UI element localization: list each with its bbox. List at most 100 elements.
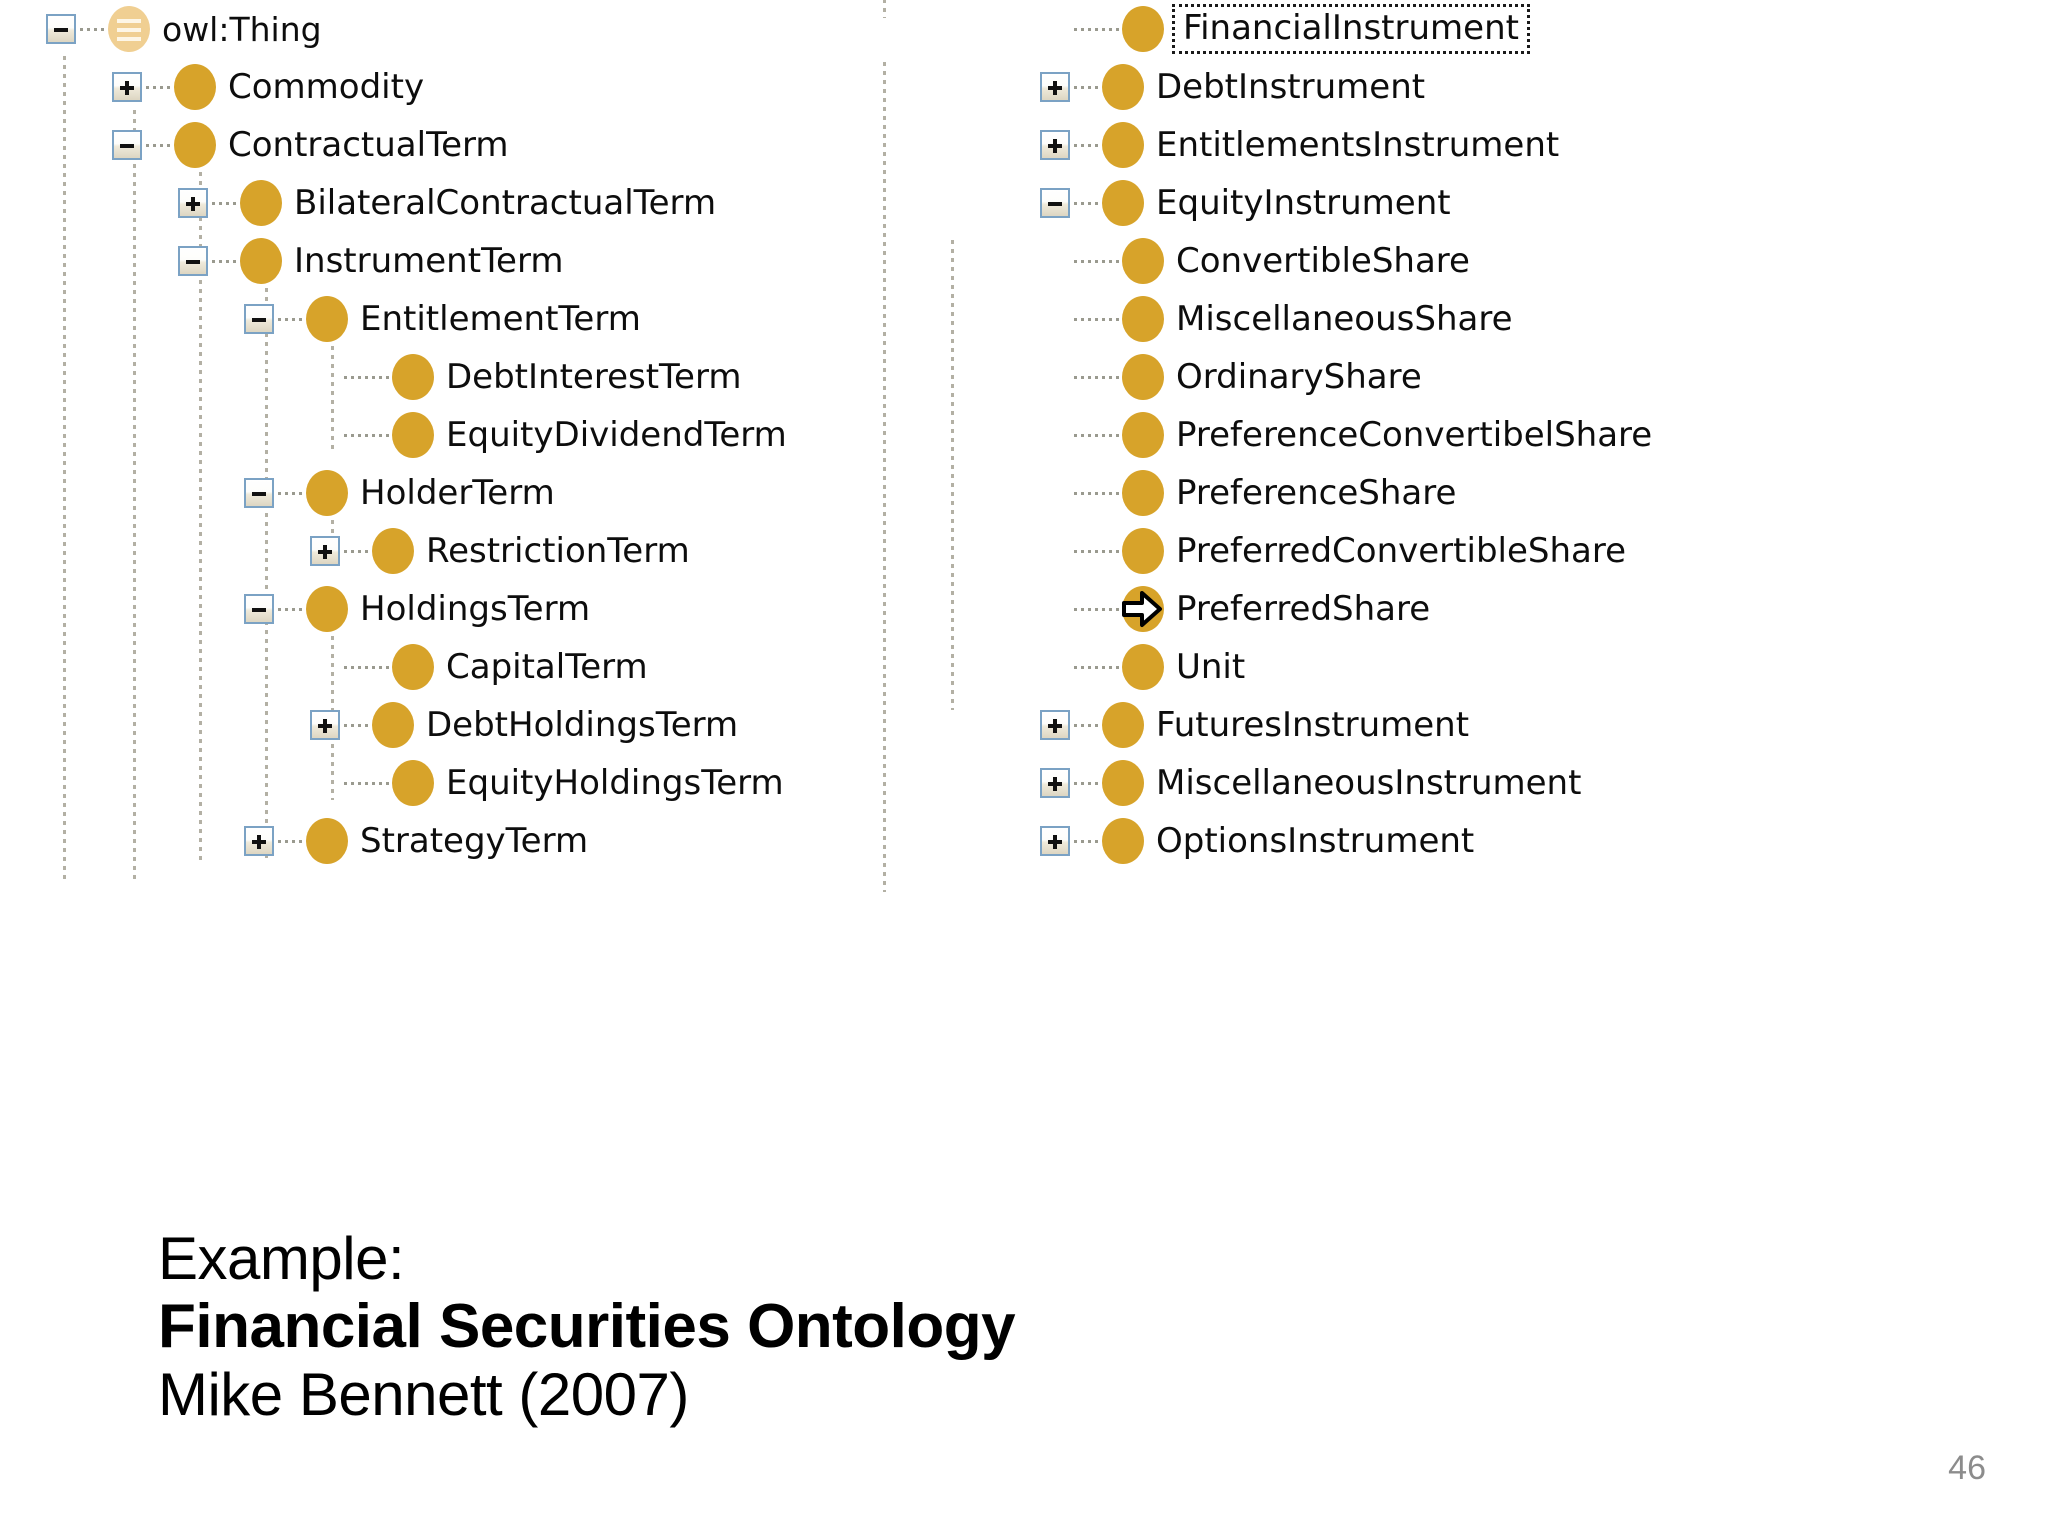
class-bullet-icon[interactable] [1122,470,1164,516]
tree-node-label: DebtHoldingsTerm [426,705,739,745]
tree-node-label: StrategyTerm [360,821,589,861]
tree-node-label: HoldingsTerm [360,589,591,629]
tree-node[interactable]: RestrictionTerm [0,522,1040,580]
tree-node[interactable]: PreferenceConvertibelShare [1040,406,2048,464]
class-bullet-icon[interactable] [306,818,348,864]
class-bullet-icon[interactable] [240,238,282,284]
class-bullet-icon[interactable] [1102,760,1144,806]
expand-plus-icon[interactable] [1040,130,1070,160]
collapse-minus-icon[interactable] [178,246,208,276]
tree-node[interactable]: FinancialInstrument [1040,0,2048,58]
class-bullet-icon[interactable] [1122,644,1164,690]
tree-node-label: OrdinaryShare [1176,357,1422,397]
class-bullet-icon[interactable] [392,412,434,458]
tree-connector-line [80,27,106,31]
class-bullet-icon[interactable] [392,760,434,806]
tree-node[interactable]: FuturesInstrument [1040,696,2048,754]
class-bullet-icon[interactable] [1102,818,1144,864]
tree-node[interactable]: CapitalTerm [0,638,1040,696]
collapse-minus-icon[interactable] [112,130,142,160]
class-bullet-icon[interactable] [174,64,216,110]
class-bullet-icon[interactable] [306,296,348,342]
class-bullet-icon[interactable] [1122,412,1164,458]
tree-node[interactable]: Commodity [0,58,1040,116]
class-bullet-icon[interactable] [174,122,216,168]
tree-node-label: PreferenceShare [1176,473,1457,513]
expand-plus-icon[interactable] [1040,826,1070,856]
tree-node[interactable]: MiscellaneousShare [1040,290,2048,348]
tree-node[interactable]: ConvertibleShare [1040,232,2048,290]
collapse-minus-icon[interactable] [1040,188,1070,218]
tree-connector-line [1074,201,1100,205]
class-bullet-icon[interactable] [1122,528,1164,574]
tree-indent-spacer [1040,246,1070,276]
tree-node[interactable]: owl:Thing [0,0,1040,58]
tree-node[interactable]: DebtInstrument [1040,58,2048,116]
tree-node-label: EquityInstrument [1156,183,1451,223]
class-bullet-icon[interactable] [1102,180,1144,226]
tree-node[interactable]: EquityDividendTerm [0,406,1040,464]
class-bullet-icon[interactable] [1122,354,1164,400]
tree-node[interactable]: InstrumentTerm [0,232,1040,290]
class-bullet-icon[interactable] [240,180,282,226]
class-bullet-icon[interactable] [392,644,434,690]
collapse-minus-icon[interactable] [244,478,274,508]
collapse-minus-icon[interactable] [46,14,76,44]
tree-node[interactable]: StrategyTerm [0,812,1040,870]
expand-plus-icon[interactable] [310,536,340,566]
ontology-root-icon[interactable] [108,6,150,52]
slide-caption: Example: Financial Securities Ontology M… [158,1228,1658,1426]
tree-node[interactable]: EntitlementsInstrument [1040,116,2048,174]
tree-connector-line [212,201,238,205]
tree-connector-line [1074,433,1120,437]
tree-node-label: FinancialInstrument [1172,4,1530,54]
class-bullet-icon[interactable] [1102,702,1144,748]
tree-connector-line [1074,839,1100,843]
class-bullet-icon[interactable] [372,528,414,574]
class-bullet-icon[interactable] [1122,6,1164,52]
tree-node[interactable]: PreferredShare [1040,580,2048,638]
class-bullet-icon[interactable] [372,702,414,748]
class-bullet-icon[interactable] [1102,64,1144,110]
expand-plus-icon[interactable] [244,826,274,856]
class-bullet-icon[interactable] [1122,586,1164,632]
tree-node-label: MiscellaneousInstrument [1156,763,1582,803]
tree-node[interactable]: ContractualTerm [0,116,1040,174]
expand-plus-icon[interactable] [1040,710,1070,740]
tree-indent-spacer [310,652,340,682]
tree-node[interactable]: HoldingsTerm [0,580,1040,638]
class-bullet-icon[interactable] [306,470,348,516]
tree-connector-line [1074,781,1100,785]
tree-node[interactable]: BilateralContractualTerm [0,174,1040,232]
class-bullet-icon[interactable] [392,354,434,400]
class-bullet-icon[interactable] [306,586,348,632]
expand-plus-icon[interactable] [178,188,208,218]
tree-node[interactable]: EquityHoldingsTerm [0,754,1040,812]
tree-connector-line [1074,259,1120,263]
class-bullet-icon[interactable] [1122,296,1164,342]
tree-node[interactable]: PreferredConvertibleShare [1040,522,2048,580]
tree-node[interactable]: Unit [1040,638,2048,696]
tree-node[interactable]: EquityInstrument [1040,174,2048,232]
expand-plus-icon[interactable] [1040,768,1070,798]
tree-node[interactable]: EntitlementTerm [0,290,1040,348]
tree-guide-rail [133,110,136,884]
tree-node[interactable]: DebtInterestTerm [0,348,1040,406]
collapse-minus-icon[interactable] [244,304,274,334]
tree-node[interactable]: DebtHoldingsTerm [0,696,1040,754]
expand-plus-icon[interactable] [1040,72,1070,102]
tree-node[interactable]: OrdinaryShare [1040,348,2048,406]
tree-node[interactable]: OptionsInstrument [1040,812,2048,870]
tree-connector-line [278,317,304,321]
expand-plus-icon[interactable] [310,710,340,740]
tree-guide-rail [265,288,268,858]
tree-node[interactable]: HolderTerm [0,464,1040,522]
tree-node[interactable]: PreferenceShare [1040,464,2048,522]
tree-node[interactable]: MiscellaneousInstrument [1040,754,2048,812]
collapse-minus-icon[interactable] [244,594,274,624]
class-bullet-icon[interactable] [1102,122,1144,168]
expand-plus-icon[interactable] [112,72,142,102]
class-bullet-icon[interactable] [1122,238,1164,284]
